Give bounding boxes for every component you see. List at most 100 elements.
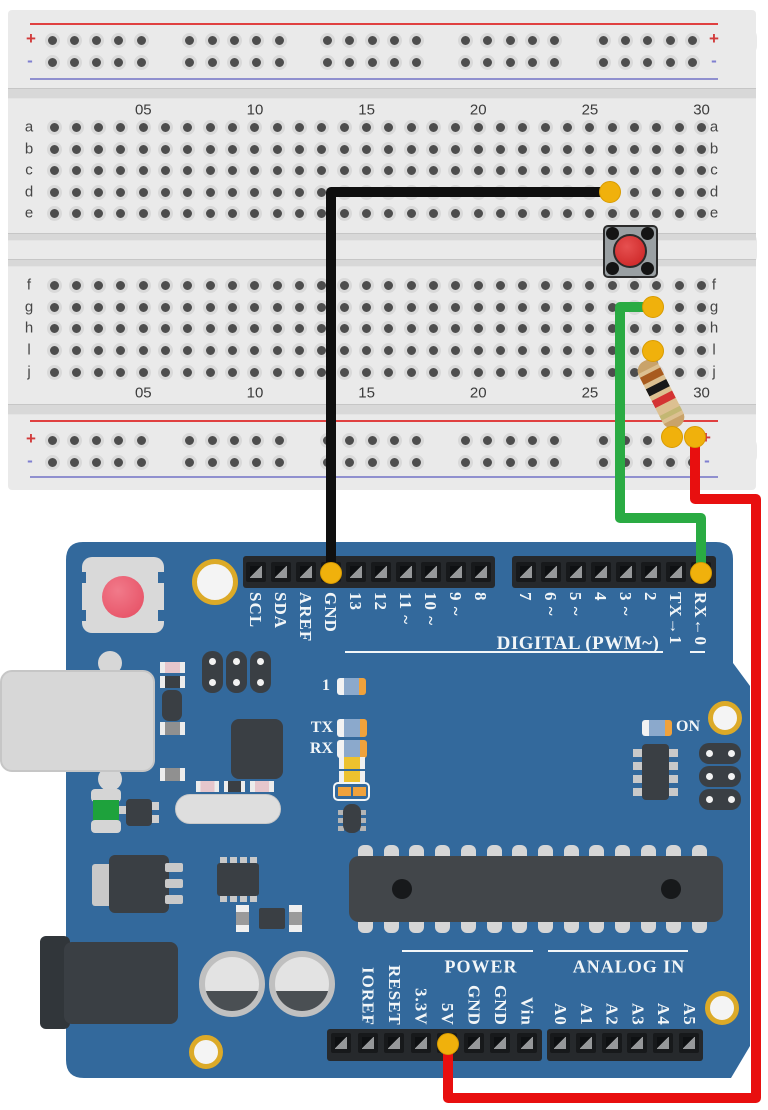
- breadboard-hole: [381, 320, 397, 336]
- breadboard-divider: [8, 88, 756, 99]
- breadboard-hole: [68, 364, 84, 380]
- breadboard-hole: [470, 205, 486, 221]
- icsp-pin-dot: [706, 773, 713, 780]
- header-pin: [516, 562, 536, 582]
- breadboard-hole: [470, 320, 486, 336]
- breadboard-hole: [560, 205, 576, 221]
- breadboard-hole: [204, 32, 220, 48]
- breadboard-hole: [426, 162, 442, 178]
- breadboard-hole: [46, 205, 62, 221]
- green-signal-wire[interactable]: [615, 302, 706, 573]
- breadboard-hole: [359, 205, 375, 221]
- breadboard-hole: [470, 299, 486, 315]
- chip-pin: [666, 920, 682, 933]
- header-pin: [384, 1033, 404, 1053]
- inductor-cap: [91, 789, 121, 802]
- breadboard-hole: [158, 277, 174, 293]
- pin-label-wrap: GND: [463, 946, 485, 1026]
- pin-label: 3.3V: [411, 988, 431, 1026]
- breadboard-hole: [68, 320, 84, 336]
- breadboard-hole: [68, 184, 84, 200]
- transistor-pad: [119, 806, 128, 814]
- header-pin: [627, 1033, 648, 1053]
- breadboard-hole: [409, 432, 425, 448]
- chip-pin: [537, 920, 553, 933]
- pin-label: AREF: [296, 592, 315, 643]
- breadboard-hole: [409, 32, 425, 48]
- breadboard-hole: [537, 119, 553, 135]
- crystal-oscillator: [175, 794, 281, 824]
- header-strip: [547, 1029, 703, 1061]
- pushbutton-cap[interactable]: [613, 234, 647, 268]
- column-label: 15: [358, 101, 375, 119]
- breadboard-hole: [135, 299, 151, 315]
- breadboard-hole: [271, 54, 287, 70]
- icsp-pin-dot: [257, 658, 264, 665]
- breadboard-hole: [403, 320, 419, 336]
- icsp-header-pad: [699, 766, 741, 787]
- icsp-pin-dot: [209, 679, 216, 686]
- breadboard-hole: [269, 277, 285, 293]
- row-label: e: [24, 204, 34, 222]
- led-on-part: [649, 720, 665, 736]
- breadboard-hole: [135, 162, 151, 178]
- breadboard-hole: [604, 162, 620, 178]
- black-gnd-wire[interactable]: [326, 187, 610, 573]
- breadboard-hole: [381, 342, 397, 358]
- led-on-label: ON: [676, 718, 700, 735]
- breadboard-hole: [359, 141, 375, 157]
- breadboard-hole: [158, 364, 174, 380]
- breadboard-hole: [225, 342, 241, 358]
- ic-pin: [338, 810, 344, 815]
- breadboard-hole: [202, 119, 218, 135]
- breadboard-hole: [44, 454, 60, 470]
- breadboard-hole: [91, 342, 107, 358]
- ic-pin: [633, 775, 644, 783]
- smd-pair-pad: [338, 787, 351, 796]
- breadboard-hole: [671, 119, 687, 135]
- breadboard-hole: [247, 342, 263, 358]
- chip-pin: [486, 920, 502, 933]
- breadboard-hole: [66, 454, 82, 470]
- red-power-wire[interactable]: [443, 437, 761, 1103]
- breadboard-hole: [560, 141, 576, 157]
- chip-pin: [383, 845, 399, 858]
- breadboard-hole: [640, 32, 656, 48]
- pin-label-wrap: Vin: [516, 946, 538, 1026]
- breadboard-hole: [158, 119, 174, 135]
- ic-pin: [667, 762, 678, 770]
- breadboard-hole: [111, 454, 127, 470]
- breadboard-hole: [502, 32, 518, 48]
- breadboard-hole: [493, 205, 509, 221]
- row-label: b: [24, 140, 34, 158]
- barrel-jack: [64, 942, 178, 1024]
- breadboard-hole: [493, 141, 509, 157]
- breadboard-hole: [271, 454, 287, 470]
- chip-pin: [435, 920, 451, 933]
- smd-transistor: [259, 908, 285, 929]
- mounting-hole: [189, 1035, 223, 1069]
- pushbutton-leg: [606, 227, 619, 240]
- breadboard-hole: [480, 54, 496, 70]
- regulator-pin: [165, 895, 183, 904]
- pushbutton-leg: [641, 262, 654, 275]
- chip-pin: [589, 920, 605, 933]
- row-label: g: [709, 298, 719, 316]
- breadboard-hole: [135, 364, 151, 380]
- breadboard-hole: [68, 205, 84, 221]
- breadboard-hole: [524, 54, 540, 70]
- breadboard-hole: [694, 205, 710, 221]
- smd-ic: [642, 744, 669, 800]
- row-label: d: [709, 183, 719, 201]
- row-label: h: [709, 319, 719, 337]
- breadboard-hole: [502, 454, 518, 470]
- breadboard-hole: [336, 119, 352, 135]
- ic-pin: [240, 857, 247, 864]
- breadboard-hole: [470, 277, 486, 293]
- breadboard-hole: [249, 54, 265, 70]
- pin-label: 4: [591, 592, 610, 602]
- row-label: d: [24, 183, 34, 201]
- breadboard-hole: [180, 342, 196, 358]
- reset-button-cap[interactable]: [102, 576, 144, 618]
- breadboard-hole: [180, 184, 196, 200]
